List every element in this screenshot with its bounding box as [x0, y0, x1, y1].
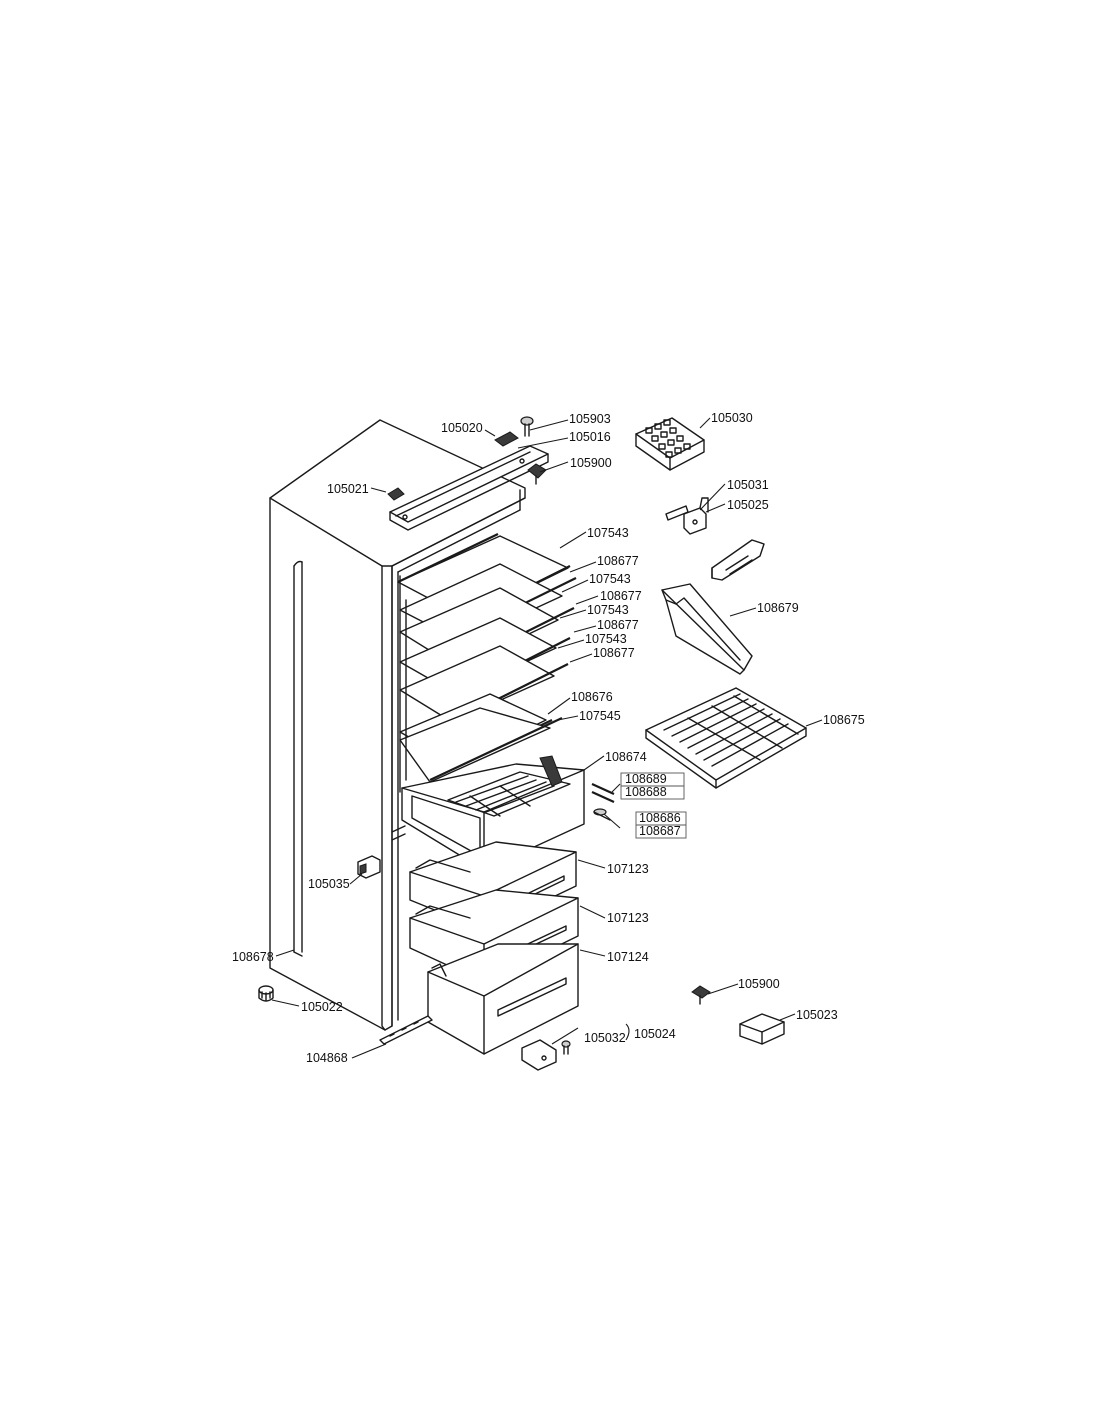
ice-cube-tray — [635, 417, 705, 471]
label-105021: 105021 — [327, 482, 369, 496]
hinge-pin-part-top — [527, 463, 547, 485]
label-108675: 108675 — [823, 713, 865, 727]
label-105032: 105032 — [584, 1031, 626, 1045]
freezer-drawer-2 — [409, 889, 579, 983]
label-108687: 108687 — [639, 824, 681, 838]
label-108677-b: 108677 — [600, 589, 642, 603]
basket-runner-parts — [591, 782, 615, 821]
label-107124: 107124 — [607, 950, 649, 964]
label-105025: 105025 — [727, 498, 769, 512]
label-108688: 108688 — [625, 785, 667, 799]
label-105023: 105023 — [796, 1008, 838, 1022]
label-108676: 108676 — [571, 690, 613, 704]
label-105031: 105031 — [727, 478, 769, 492]
glass-shelves — [397, 533, 577, 793]
label-104868: 104868 — [306, 1051, 348, 1065]
hinge-pin-part-bottom — [691, 985, 711, 1005]
label-107543-a: 107543 — [587, 526, 629, 540]
ice-scraper-part — [711, 539, 765, 581]
label-105900-top: 105900 — [570, 456, 612, 470]
adjustable-foot-part — [258, 985, 274, 1002]
label-105020: 105020 — [441, 421, 483, 435]
label-108686: 108686 — [639, 811, 681, 825]
screw-part — [520, 416, 534, 437]
freezer-grid-shelf — [645, 687, 807, 789]
label-105900-bottom: 105900 — [738, 977, 780, 991]
label-108677-c: 108677 — [597, 618, 639, 632]
bottom-kick-rail — [379, 1015, 433, 1045]
label-108674: 108674 — [605, 750, 647, 764]
accessory-block-part — [739, 1013, 785, 1045]
callout-labels: 105020 105903 105016 105900 105030 10502… — [232, 411, 865, 1065]
label-107543-c: 107543 — [587, 603, 629, 617]
label-107543-d: 107543 — [585, 632, 627, 646]
label-108678: 108678 — [232, 950, 274, 964]
label-105035: 105035 — [308, 877, 350, 891]
top-freezer-basket — [401, 755, 585, 871]
hinge-cap-part — [494, 431, 519, 447]
label-108677-a: 108677 — [597, 554, 639, 568]
label-108677-d: 108677 — [593, 646, 635, 660]
label-107123-a: 107123 — [607, 862, 649, 876]
label-105022: 105022 — [301, 1000, 343, 1014]
label-105016: 105016 — [569, 430, 611, 444]
label-108689: 108689 — [625, 772, 667, 786]
label-105903: 105903 — [569, 412, 611, 426]
label-108679: 108679 — [757, 601, 799, 615]
cabinet-body — [269, 419, 526, 1031]
freezer-drawer-3 — [427, 943, 579, 1055]
door-hinge-part — [665, 497, 709, 535]
lower-hinge-part — [521, 1039, 571, 1071]
top-hinge-bracket — [389, 445, 549, 531]
freezer-tray — [661, 583, 753, 675]
side-cap-part — [387, 487, 405, 501]
label-105030: 105030 — [711, 411, 753, 425]
side-clip-part — [357, 855, 381, 879]
label-107545: 107545 — [579, 709, 621, 723]
label-107123-b: 107123 — [607, 911, 649, 925]
label-107543-b: 107543 — [589, 572, 631, 586]
leader-lines — [271, 417, 823, 1059]
label-105024: 105024 — [634, 1027, 676, 1041]
